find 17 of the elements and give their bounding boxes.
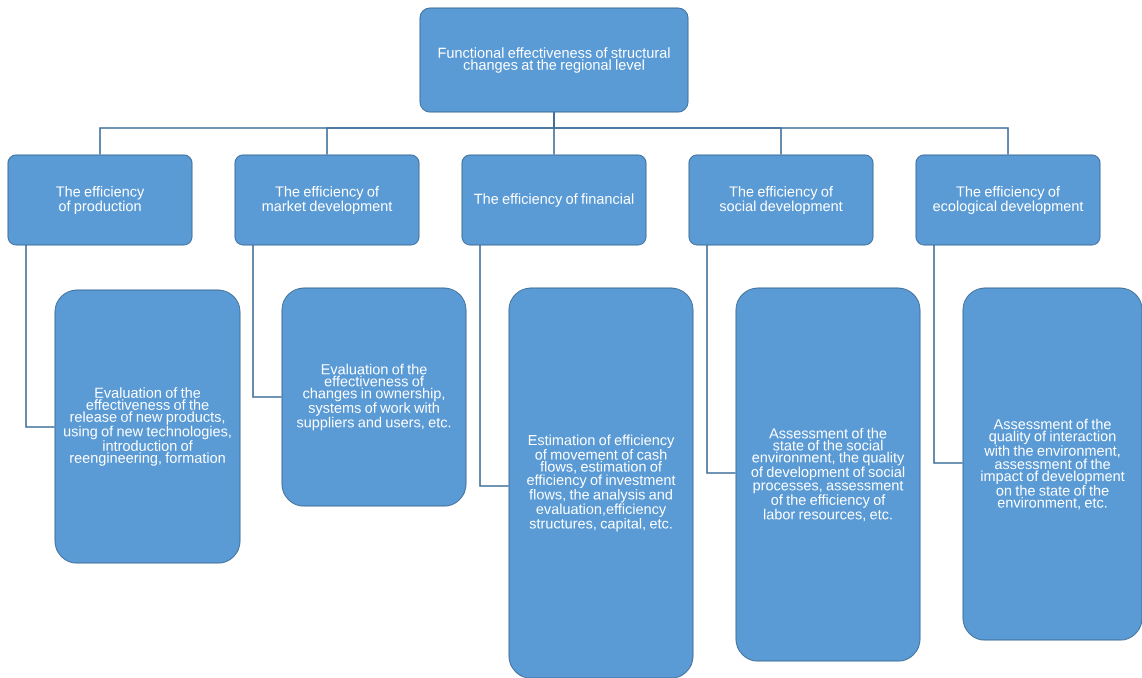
connector-line (479, 244, 510, 487)
description-box: Assessment of the state of the social environment, the quality of development of social processes, assessment of the efficiency of labor resources, etc. (735, 287, 921, 662)
description-box: Assessment of the quality of interaction with the environment, assessment of the impact of development on the state of the environment, etc. (962, 287, 1142, 641)
category-box: The efficiency of market development (234, 154, 420, 246)
category-box: The efficiency of production (7, 154, 193, 246)
connector-line (553, 111, 1009, 156)
category-box: The efficiency of ecological development (915, 154, 1101, 246)
category-box: The efficiency of financial (461, 154, 647, 246)
connector-line (933, 244, 964, 464)
category-box: The efficiency of social development (688, 154, 874, 246)
connector-line (25, 244, 56, 428)
description-box: Evaluation of the effectiveness of the release of new products, using of new technologies, introduction of reengineering, formation (54, 289, 241, 564)
connector-line (252, 244, 283, 398)
description-box: Evaluation of the effectiveness of changes in ownership, systems of work with suppliers and users, etc. (281, 287, 467, 507)
connector-line (706, 244, 737, 474)
description-box: Estimation of efficiency of movement of cash flows, estimation of efficiency of investment flows, the analysis and evaluation,efficiency structures, capital, etc. (508, 287, 694, 678)
heading-box: Functional effectiveness of structural changes at the regional level (419, 7, 689, 113)
